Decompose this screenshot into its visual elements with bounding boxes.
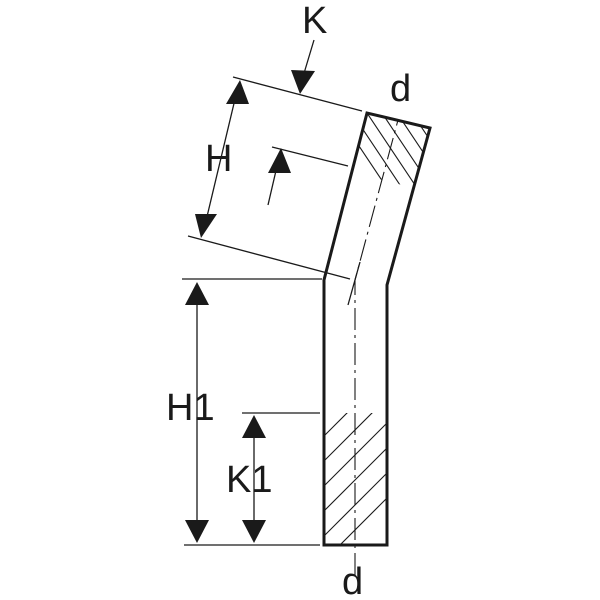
label-k1: K1 (226, 459, 272, 501)
h-arrow-bottom (195, 214, 217, 238)
bottom-socket-hatch (324, 413, 387, 545)
label-h: H (205, 138, 232, 180)
h1-arrow-bottom (185, 520, 209, 543)
dimension-k (267, 39, 315, 206)
label-d-top: d (390, 68, 411, 110)
k-arrow-outer (291, 70, 315, 94)
dimension-h1 (185, 282, 209, 543)
label-d-bottom: d (342, 561, 363, 600)
h-top-extension (232, 76, 363, 112)
dimension-h (195, 80, 249, 238)
h-bottom-extension (187, 235, 351, 280)
dimension-k1 (242, 415, 266, 543)
pipe-outline (322, 111, 432, 547)
top-socket-hatch (351, 113, 430, 188)
k1-arrow-top (242, 415, 266, 438)
k-arrow-inner (268, 148, 291, 173)
label-h1: H1 (166, 387, 215, 429)
k1-arrow-bottom (242, 520, 266, 543)
extension-lines (182, 76, 363, 546)
k-inner-extension (271, 146, 349, 167)
h1-arrow-top (185, 282, 209, 305)
h-arrow-top (226, 80, 249, 104)
label-k: K (302, 0, 327, 42)
centerline (347, 119, 399, 575)
pipe-body (322, 111, 432, 547)
